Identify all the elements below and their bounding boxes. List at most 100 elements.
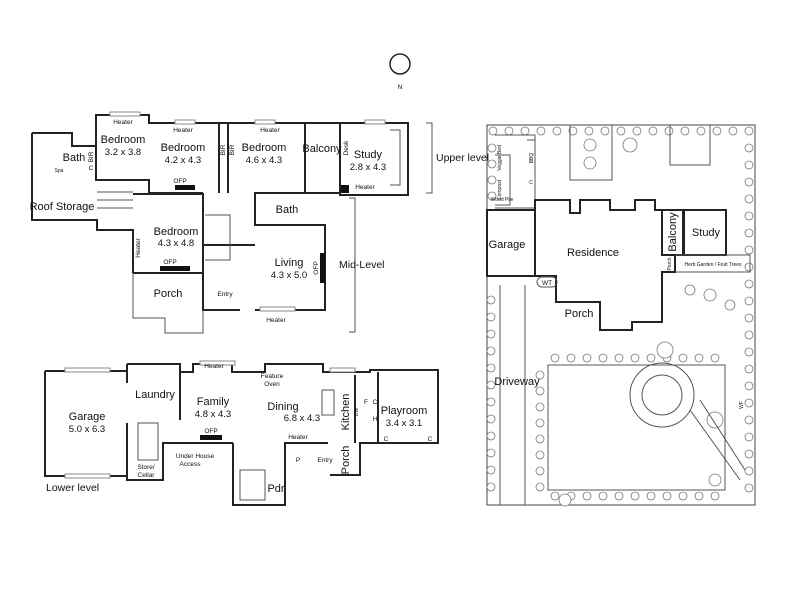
room-size: 3.4 x 3.1 [386, 418, 422, 429]
site-balcony-label: Balcony [667, 212, 679, 252]
tree-icon [535, 434, 545, 444]
tree-icon [744, 398, 754, 408]
veggie-bed-label: Veggie Bed [497, 145, 503, 171]
tree-icon [744, 143, 754, 153]
feature-oven-label: Oven [264, 381, 280, 388]
water-feature-label: WF [739, 401, 745, 409]
heater-label: Heater [135, 237, 142, 257]
tree-icon [728, 126, 738, 136]
tree-icon [744, 483, 754, 493]
entry-label: Entry [317, 457, 333, 464]
upper-level-bracket [426, 122, 433, 194]
room-name: Garage [69, 411, 106, 423]
tree-icon [486, 363, 496, 373]
fireplace-family [200, 435, 222, 440]
room-name: Laundry [135, 389, 175, 401]
room-name: Kitchen [340, 394, 352, 431]
room-size: 4.8 x 4.3 [195, 409, 231, 420]
room-name: Living [275, 257, 304, 269]
heater-label: Heater [355, 184, 375, 191]
north-arrow-icon [396, 55, 404, 73]
cupboard-label: C [428, 436, 433, 443]
herb-garden-label: Herb Garden / Fruit Trees [685, 262, 742, 268]
tree-icon [680, 126, 690, 136]
cupboard-label: C [89, 165, 94, 172]
tree-icon [744, 330, 754, 340]
tree-icon [535, 370, 545, 380]
room-name: Porch [340, 446, 352, 475]
tree-icon [487, 175, 497, 185]
tree-icon [558, 493, 572, 507]
tree-icon [678, 491, 688, 501]
fireplace-mid-bedroom [160, 266, 190, 271]
tree-icon [598, 353, 608, 363]
tree-icon [504, 126, 514, 136]
room-size: 4.6 x 4.3 [246, 155, 282, 166]
tree-icon [486, 346, 496, 356]
tree-icon [583, 156, 597, 170]
tree-icon [724, 299, 736, 311]
room-name: Balcony [302, 143, 342, 155]
mid-level-bracket [349, 197, 356, 333]
room-name: Bath [63, 152, 86, 164]
site-cupboard-label: C [529, 180, 533, 186]
ofp-label: OFP [313, 261, 320, 274]
tree-icon [582, 491, 592, 501]
north-label: N [398, 84, 403, 91]
room-size: 4.2 x 4.3 [165, 155, 201, 166]
tree-icon [744, 466, 754, 476]
heater-label: Heater [204, 363, 224, 370]
tree-icon [630, 491, 640, 501]
tree-icon [568, 126, 578, 136]
tree-icon [656, 341, 674, 359]
tree-icon [535, 482, 545, 492]
tree-icon [486, 397, 496, 407]
cupboard-label: C [384, 436, 389, 443]
tree-icon [744, 228, 754, 238]
room-name: Roof Storage [30, 201, 95, 213]
heater-label: Heater [288, 434, 308, 441]
fridge-label: F [364, 399, 368, 406]
trees [486, 126, 754, 507]
cupboard-label: C [373, 399, 378, 406]
tree-icon [694, 491, 704, 501]
hotplate-label: H [373, 416, 378, 423]
tree-icon [744, 449, 754, 459]
room-name: Bedroom [154, 226, 199, 238]
entry-label: Entry [217, 291, 233, 298]
under-house-access-label: Access [180, 461, 202, 468]
room-name: Bedroom [101, 134, 146, 146]
tree-icon [630, 353, 640, 363]
ofp-label: OFP [204, 428, 217, 435]
tree-icon [744, 245, 754, 255]
room-name: Family [197, 396, 230, 408]
tree-icon [552, 126, 562, 136]
site-boundary [486, 124, 756, 506]
site-garage-label: Garage [489, 239, 526, 251]
site-residence [534, 199, 676, 331]
room-size: 3.2 x 3.8 [105, 147, 141, 158]
tree-icon [536, 126, 546, 136]
feature-oven-label: Feature [261, 373, 284, 380]
lower-plan: Garage 5.0 x 6.3 Laundry Family 4.8 x 4.… [44, 360, 439, 506]
bir-label: BIR [88, 151, 95, 162]
tree-icon [744, 126, 754, 136]
compost-label: Compost [497, 179, 503, 200]
bir-label: BIR [229, 144, 236, 155]
tree-icon [520, 126, 530, 136]
tree-icon [566, 353, 576, 363]
tree-icon [486, 329, 496, 339]
tree-icon [744, 211, 754, 221]
tree-icon [486, 448, 496, 458]
study-cabinet [341, 185, 349, 193]
tree-icon [614, 491, 624, 501]
wood-pile-label: Wood Pile [491, 197, 514, 203]
room-size: 4.3 x 5.0 [271, 270, 307, 281]
tree-icon [662, 491, 672, 501]
room-name: Bedroom [161, 142, 206, 154]
tree-icon [744, 432, 754, 442]
upper-mid-plan: Bedroom 3.2 x 3.8 Bedroom 4.2 x 4.3 Bedr… [30, 111, 489, 334]
room-name: Dining [267, 401, 298, 413]
under-house-access-label: Under House [176, 453, 215, 460]
